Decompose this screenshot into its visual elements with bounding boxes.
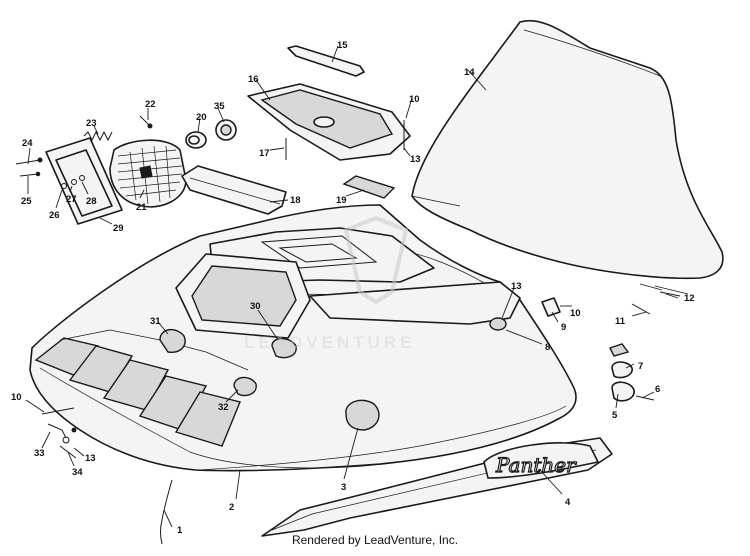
callout-33: 33: [34, 448, 45, 459]
bezel-fasteners: [61, 175, 85, 189]
callout-10-windshield: 10: [570, 308, 581, 319]
callout-31: 31: [150, 316, 161, 327]
callout-28: 28: [86, 196, 97, 207]
bracket: [287, 45, 365, 77]
callout-4: 4: [565, 497, 571, 508]
hood-scoop: [175, 253, 311, 339]
decal-brand-text: Panther: [495, 453, 577, 477]
callout-10-hood: 10: [11, 392, 22, 403]
hood-grommet: [489, 317, 507, 331]
hood-hinge-hardware: [609, 343, 655, 402]
callout-30: 30: [250, 301, 261, 312]
callout-2: 2: [229, 502, 234, 513]
callout-35: 35: [214, 101, 225, 112]
callout-11: 11: [615, 316, 626, 327]
vent-grille-insert: [342, 175, 396, 199]
headlight-housing: [181, 165, 287, 215]
top-tray: [247, 83, 411, 161]
hood-side-emblem: [345, 399, 380, 431]
callout-6: 6: [655, 384, 660, 395]
callout-13-front: 13: [85, 453, 96, 464]
callout-13-tray: 13: [410, 154, 421, 165]
watermark-text: LEADVENTURE: [244, 333, 416, 352]
callout-15: 15: [337, 40, 348, 51]
callout-14: 14: [464, 67, 475, 78]
bezel-screws: [15, 157, 43, 177]
callout-23: 23: [86, 118, 97, 129]
callout-3: 3: [341, 482, 346, 493]
callout-10-tray: 10: [409, 94, 420, 105]
callout-18: 18: [290, 195, 301, 206]
hood-emblems: [159, 329, 297, 397]
callout-34: 34: [72, 467, 83, 478]
callout-25: 25: [21, 196, 32, 207]
callout-26: 26: [49, 210, 60, 221]
callout-8: 8: [545, 342, 550, 353]
callout-29: 29: [113, 223, 124, 234]
windshield: [411, 19, 724, 295]
callout-1: 1: [177, 525, 183, 536]
hood-decal-stripe: Panther: [261, 437, 613, 537]
callout-labels: 1 2 3 4 5 6 7 8 9 10 10 10 11 12 13 13 1…: [11, 40, 695, 536]
windshield-mount: [631, 291, 681, 315]
watermark-logo: LEADVENTURE: [244, 215, 416, 352]
callout-32: 32: [218, 402, 229, 413]
callout-24: 24: [22, 138, 33, 149]
callout-17: 17: [259, 148, 270, 159]
headlight-bezel: [45, 137, 123, 225]
headlight-bulb: [185, 131, 207, 149]
footer-credit: Rendered by LeadVenture, Inc.: [291, 533, 459, 547]
callout-19: 19: [336, 195, 347, 206]
screw: [139, 115, 153, 129]
hood-latch-cable: [160, 479, 173, 545]
headlight-lens: [109, 139, 187, 208]
callout-12: 12: [684, 293, 695, 304]
windshield-clip: [541, 297, 561, 317]
bulb-retainer-ring: [215, 119, 237, 141]
callout-9: 9: [561, 322, 566, 333]
leader-lines: [25, 45, 679, 528]
callout-16: 16: [248, 74, 259, 85]
hood-grille-vents: [34, 329, 249, 447]
callout-5: 5: [612, 410, 618, 421]
callout-20: 20: [196, 112, 207, 123]
callout-27: 27: [66, 194, 77, 205]
adjusting-spring: [83, 130, 113, 142]
callout-21: 21: [136, 202, 147, 213]
callout-13-side: 13: [511, 281, 522, 292]
callout-7: 7: [638, 361, 643, 372]
callout-22: 22: [145, 99, 156, 110]
